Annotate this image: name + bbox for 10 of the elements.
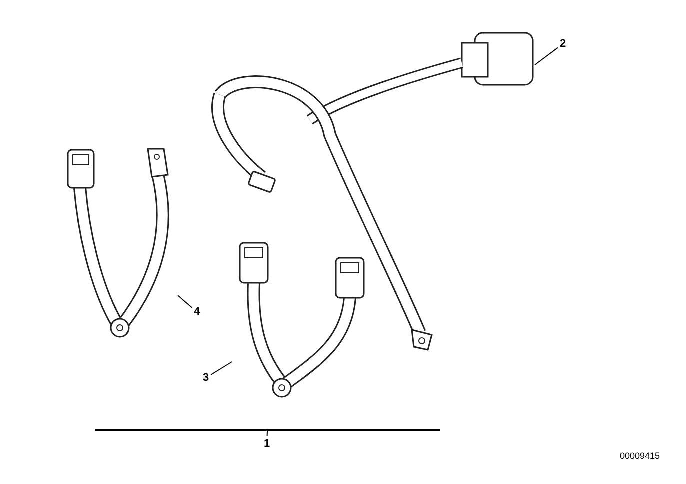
leader-line	[534, 47, 558, 66]
callout-number: 2	[560, 38, 566, 50]
leader-line	[178, 295, 192, 308]
leader-line	[210, 362, 232, 376]
leader-line	[266, 430, 268, 436]
part-number: 00009415	[620, 450, 660, 462]
callout-number: 4	[194, 306, 200, 318]
callout-number: 1	[264, 438, 270, 450]
bracket-line	[95, 429, 440, 431]
callout-number: 3	[203, 372, 210, 384]
